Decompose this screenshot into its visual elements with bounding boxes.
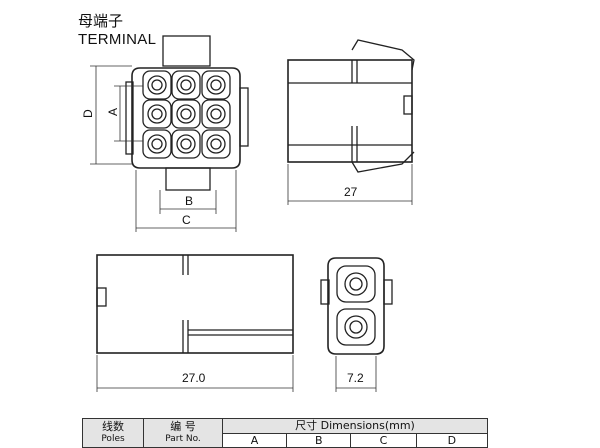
cavity-ring: [176, 134, 196, 154]
cavity-0-1: [171, 70, 201, 100]
cavity-ring: [180, 108, 192, 120]
dim-a-label: A: [106, 108, 120, 116]
right-side-tab: [239, 87, 249, 147]
header-c: C: [350, 432, 417, 448]
end-view: 7.2: [320, 257, 393, 392]
cavity-0-2: [201, 70, 231, 100]
bottom-latch-arm: [351, 151, 415, 173]
cavity-2-2: [201, 129, 231, 159]
title-english: TERMINAL: [78, 31, 157, 48]
side-view: 27: [287, 39, 415, 205]
cavity-ring: [206, 104, 226, 124]
cavity-ring: [151, 108, 163, 120]
end-cavity-bottom: [336, 308, 376, 346]
cavity-2-0: [142, 129, 172, 159]
top-latch: [162, 35, 211, 67]
cavity-ring: [151, 79, 163, 91]
cavity-ring: [206, 75, 226, 95]
header-part-no: 编 号 Part No.: [143, 418, 223, 448]
cavity-1-1: [171, 99, 201, 129]
cavity-0-0: [142, 70, 172, 100]
bottom-tab: [165, 167, 211, 191]
dim-27-0-label: 27.0: [182, 371, 206, 385]
dim-27-label: 27: [344, 185, 358, 199]
cavity-ring: [210, 138, 222, 150]
header-dimensions: 尺寸 Dimensions(mm): [222, 418, 488, 434]
cavity-1-0: [142, 99, 172, 129]
top-latch-arm: [351, 39, 415, 71]
cavity-ring: [147, 75, 167, 95]
bottom-view: 27.0: [96, 254, 294, 392]
left-side-tab: [125, 81, 134, 155]
end-cavity-top: [336, 265, 376, 303]
cavity-ring: [151, 138, 163, 150]
spec-table: 线数 Poles 编 号 Part No. 尺寸 Dimensions(mm) …: [82, 418, 489, 448]
cavity-ring: [180, 138, 192, 150]
cavity-ring: [180, 79, 192, 91]
dim-d-label: D: [81, 109, 95, 118]
dim-c-label: C: [182, 213, 191, 227]
cavity-2-1: [171, 129, 201, 159]
cavity-ring: [147, 134, 167, 154]
side-body: [287, 59, 413, 163]
header-b: B: [286, 432, 352, 448]
dim-b-label: B: [185, 194, 193, 208]
cavity-ring: [176, 75, 196, 95]
bottom-body: [96, 254, 294, 354]
dim-7-2-label: 7.2: [347, 371, 364, 385]
front-view: A D B C: [81, 35, 249, 232]
cavity-grid: [142, 70, 231, 159]
header-a: A: [221, 432, 288, 448]
cavity-ring: [210, 79, 222, 91]
cavity-ring: [147, 104, 167, 124]
title-chinese: 母端子: [78, 12, 124, 30]
cavity-ring: [210, 108, 222, 120]
cavity-ring: [176, 104, 196, 124]
end-body: [327, 257, 385, 355]
header-d: D: [415, 432, 489, 448]
cavity-1-2: [201, 99, 231, 129]
header-wire-count: 线数 Poles: [82, 418, 144, 448]
cavity-ring: [206, 134, 226, 154]
